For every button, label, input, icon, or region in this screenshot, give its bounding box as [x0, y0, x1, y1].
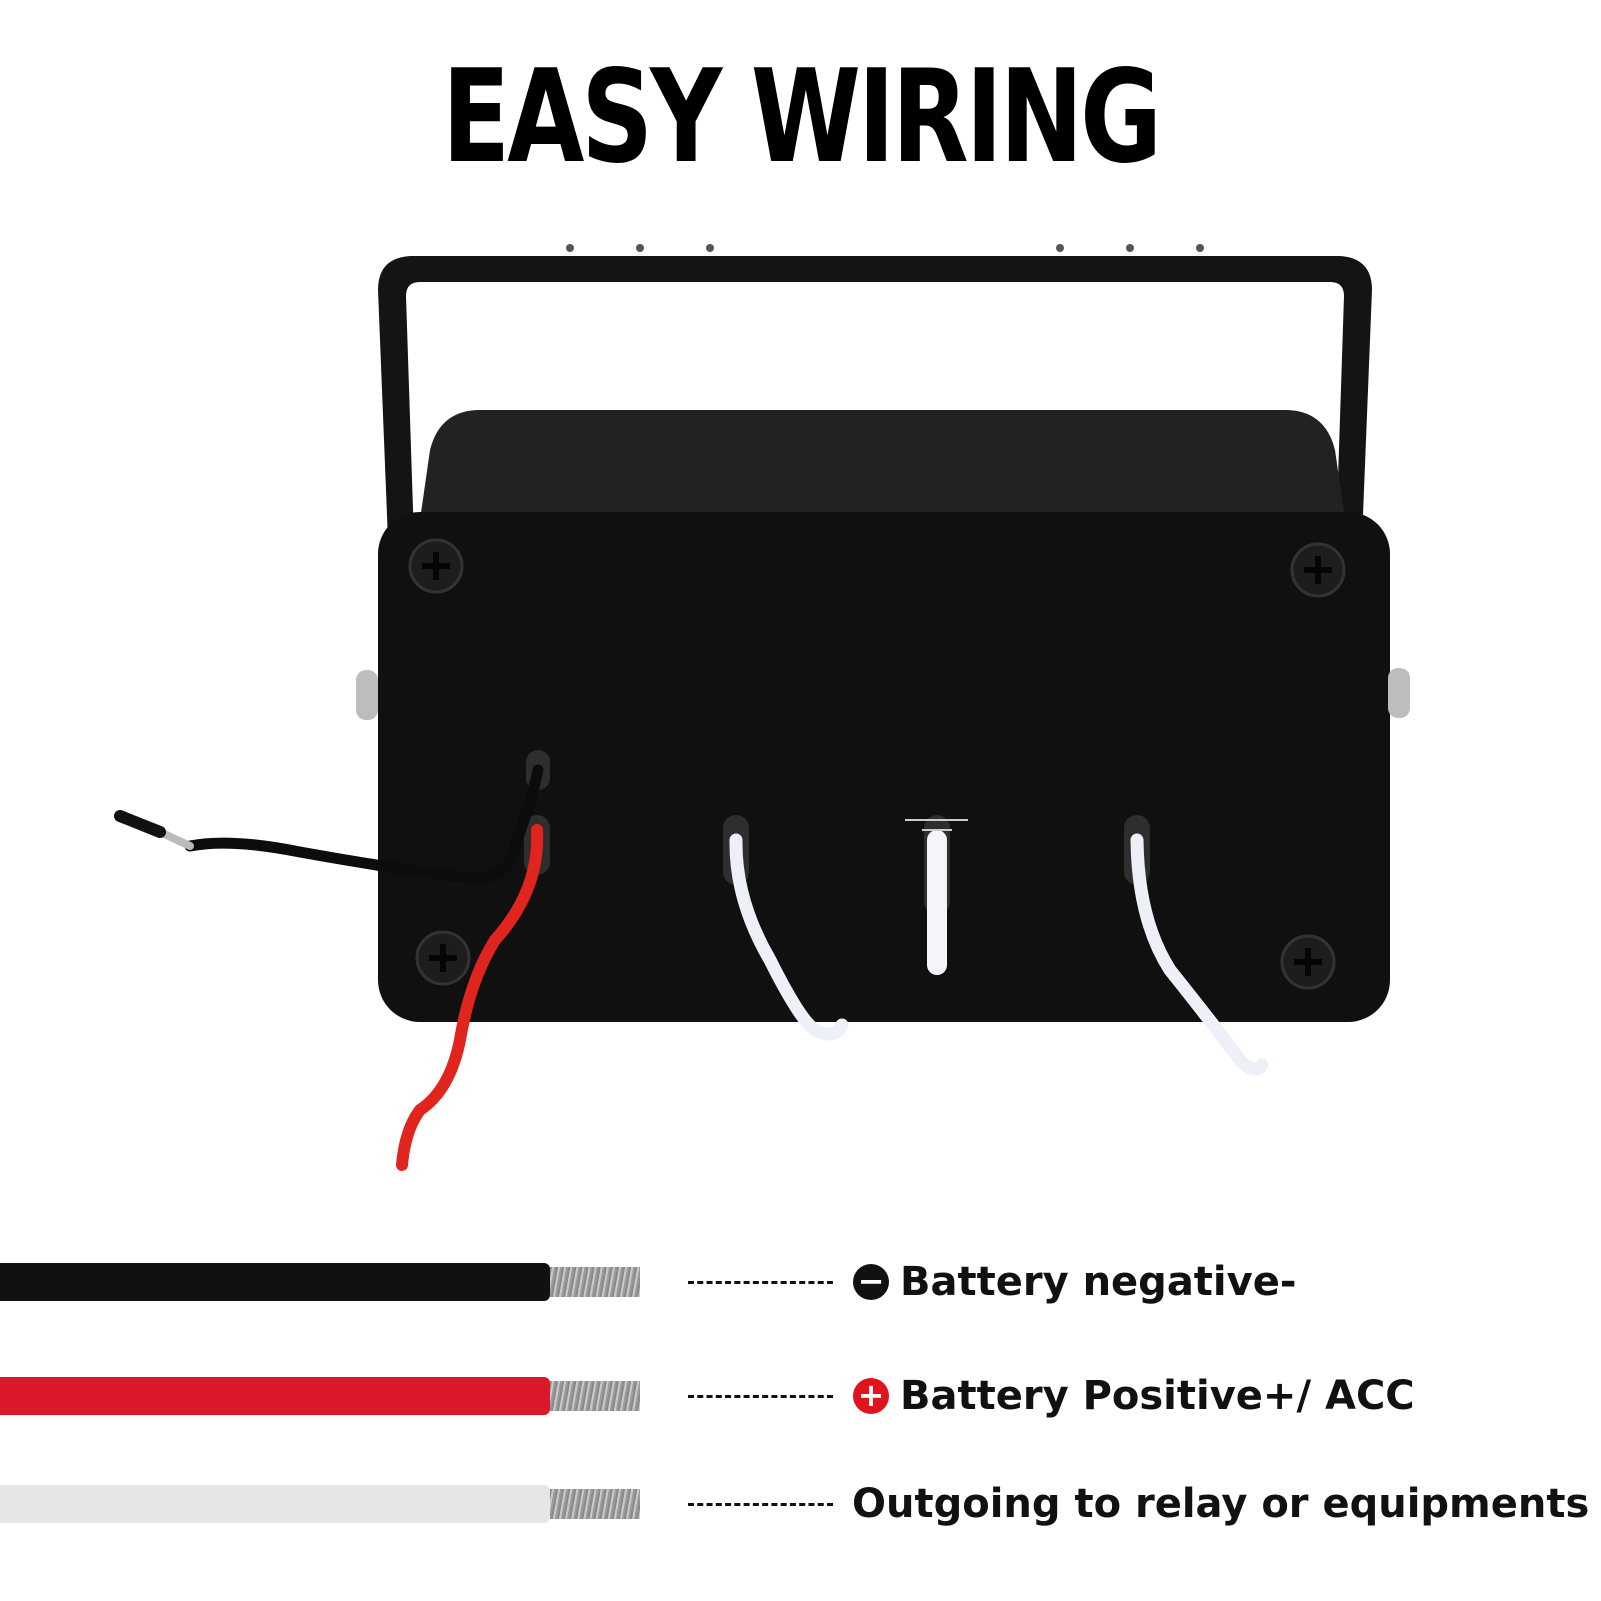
minus-icon: − — [853, 1264, 889, 1300]
red-wire — [396, 824, 544, 1171]
legend-row-negative: − Battery negative- — [0, 1252, 1601, 1312]
plus-icon: + — [853, 1378, 889, 1414]
white-wire-sample — [0, 1485, 550, 1523]
legend-row-outgoing: Outgoing to relay or equipments — [0, 1474, 1601, 1534]
legend-row-positive: + Battery Positive+/ ACC — [0, 1366, 1601, 1426]
legend-label-outgoing: Outgoing to relay or equipments — [852, 1481, 1590, 1527]
dashed-leader — [688, 1281, 833, 1284]
wire-strands — [550, 1381, 640, 1411]
black-wire — [184, 764, 544, 884]
wire-strands — [550, 1489, 640, 1519]
wire-strands — [550, 1267, 640, 1297]
white-wire-3 — [1130, 833, 1269, 1076]
red-wire-sample — [0, 1377, 550, 1415]
legend-label-negative: Battery negative- — [900, 1259, 1297, 1305]
screws — [408, 538, 1346, 990]
product-photo — [114, 244, 1410, 1171]
legend-label-positive: Battery Positive+/ ACC — [900, 1373, 1415, 1419]
side-knob-left — [356, 670, 378, 720]
side-knob-right — [1388, 668, 1410, 718]
dashed-leader — [688, 1395, 833, 1398]
box-top — [420, 410, 1345, 520]
black-wire-sample — [0, 1263, 550, 1301]
page-title: EASY WIRING — [442, 43, 1162, 192]
dashed-leader — [688, 1503, 833, 1506]
bracket-holes — [566, 244, 1204, 252]
white-wire-1 — [729, 833, 849, 1041]
